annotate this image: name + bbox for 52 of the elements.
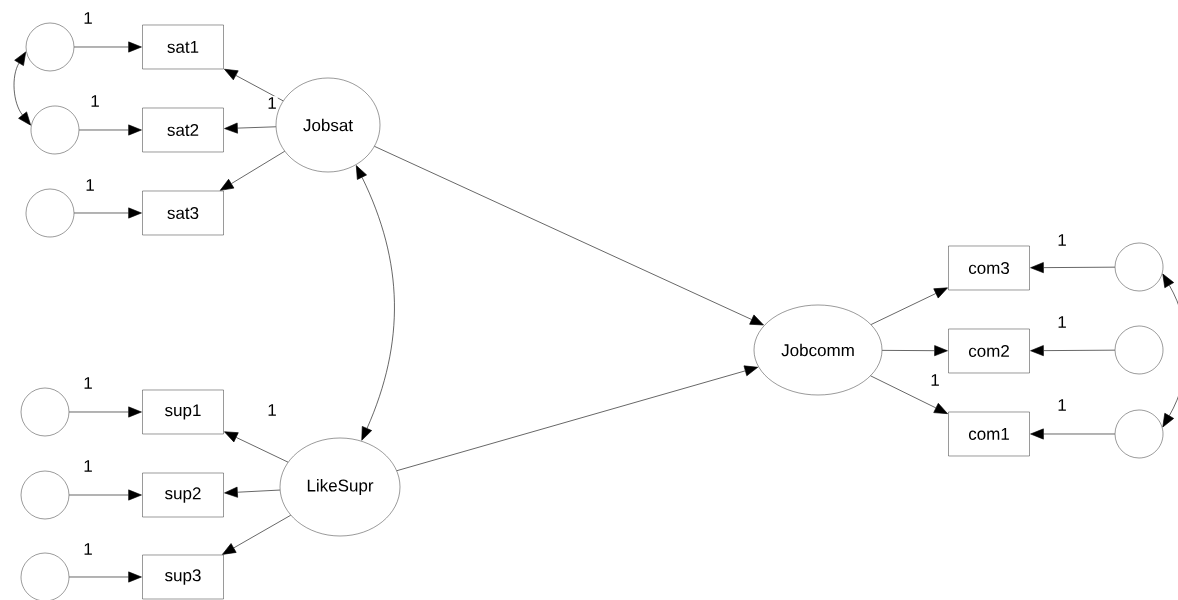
arrow bbox=[222, 514, 292, 555]
arrow bbox=[68, 571, 142, 583]
edge-label: 1 bbox=[1056, 233, 1068, 247]
edge-label: 1 bbox=[82, 376, 94, 390]
arrow bbox=[68, 489, 142, 501]
arrow bbox=[870, 287, 948, 325]
double-headed-curved-arrow bbox=[1162, 273, 1178, 428]
arrow bbox=[224, 486, 281, 498]
arrow bbox=[73, 41, 142, 53]
observed-variable-box: sat3 bbox=[142, 190, 224, 236]
error-circle bbox=[25, 22, 75, 72]
edge-label: 1 bbox=[82, 542, 94, 556]
edge-label: 1 bbox=[266, 96, 278, 110]
error-circle bbox=[1114, 242, 1164, 292]
observed-variable-box: sup1 bbox=[142, 389, 224, 435]
observed-variable-box: sat1 bbox=[142, 24, 224, 70]
error-circle bbox=[25, 188, 75, 238]
arrow bbox=[224, 68, 284, 102]
observed-variable-box: com1 bbox=[948, 411, 1030, 457]
error-circle bbox=[20, 387, 70, 437]
arrow bbox=[73, 207, 142, 219]
edge-label: 1 bbox=[82, 459, 94, 473]
error-circle bbox=[1114, 325, 1164, 375]
arrow bbox=[374, 146, 764, 326]
edge-label: 1 bbox=[1056, 315, 1068, 329]
observed-variable-box: com2 bbox=[948, 328, 1030, 374]
arrow bbox=[1030, 428, 1116, 440]
edge-label: 1 bbox=[89, 94, 101, 108]
double-headed-curved-arrow bbox=[356, 165, 395, 441]
arrow bbox=[1030, 262, 1116, 274]
arrow bbox=[396, 365, 759, 472]
arrow bbox=[881, 345, 948, 357]
observed-variable-box: sup3 bbox=[142, 554, 224, 600]
edge-label: 1 bbox=[266, 403, 278, 417]
observed-variable-box: com3 bbox=[948, 245, 1030, 291]
arrow bbox=[870, 375, 948, 414]
error-circle bbox=[1114, 409, 1164, 459]
observed-variable-box: sup2 bbox=[142, 472, 224, 518]
arrow bbox=[219, 151, 285, 191]
edge-label: 1 bbox=[84, 178, 96, 192]
observed-variable-box: sat2 bbox=[142, 107, 224, 153]
edge-label: 1 bbox=[929, 373, 941, 387]
edge-label: 1 bbox=[1056, 398, 1068, 412]
arrow bbox=[224, 122, 277, 134]
arrow bbox=[224, 431, 289, 463]
edge-label: 1 bbox=[82, 11, 94, 25]
double-headed-curved-arrow bbox=[13, 51, 31, 126]
arrow bbox=[1030, 345, 1116, 357]
error-circle bbox=[20, 470, 70, 520]
arrow bbox=[78, 124, 142, 136]
arrow bbox=[68, 406, 142, 418]
error-circle bbox=[30, 105, 80, 155]
